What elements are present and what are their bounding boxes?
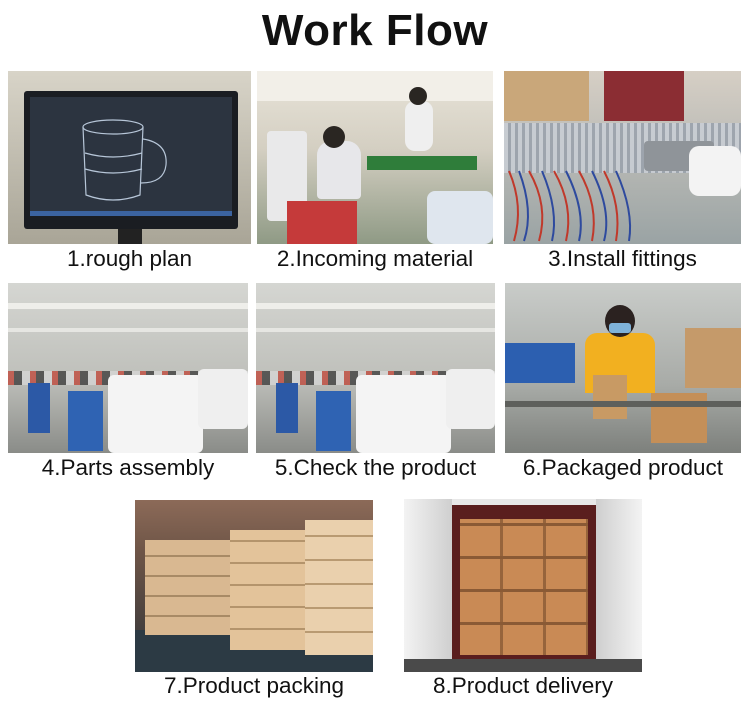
step-4-caption: 4.Parts assembly bbox=[41, 455, 215, 480]
step-8-photo bbox=[404, 499, 642, 672]
step-2-caption: 2.Incoming material bbox=[276, 246, 474, 271]
step-2-photo bbox=[257, 71, 493, 244]
step-7-caption: 7.Product packing bbox=[163, 673, 345, 698]
step-4-photo bbox=[8, 283, 248, 453]
step-5-caption: 5.Check the product bbox=[274, 455, 477, 480]
step-7-photo bbox=[135, 500, 373, 672]
step-1-photo bbox=[8, 71, 251, 244]
page-title: Work Flow bbox=[261, 6, 489, 55]
step-6-photo bbox=[505, 283, 741, 453]
step-5-photo bbox=[256, 283, 495, 453]
step-6-caption: 6.Packaged product bbox=[522, 455, 724, 480]
step-1-caption: 1.rough plan bbox=[66, 246, 193, 271]
step-3-photo bbox=[504, 71, 741, 244]
step-8-caption: 8.Product delivery bbox=[432, 673, 614, 698]
step-3-caption: 3.Install fittings bbox=[548, 246, 697, 271]
